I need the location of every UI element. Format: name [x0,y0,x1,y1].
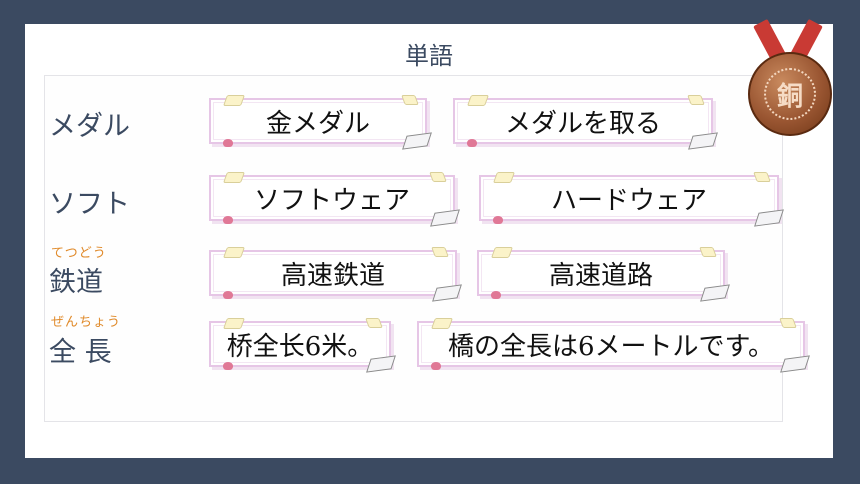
example-card: 橋の全長は6メートルです。 [417,318,810,373]
term-sofuto: ソフト [49,189,130,220]
slide-title: 単語 [405,42,453,70]
heart-icon [223,139,233,147]
example-text: ハードウェア [550,185,707,216]
heart-icon [223,291,233,299]
ruby-tetsudou: てつどう [51,246,107,261]
heart-icon [493,216,503,224]
example-card: 高速鉄道 [209,247,462,302]
example-card: 金メダル [209,95,432,150]
heart-icon [223,362,233,370]
example-text: 金メダル [265,108,370,139]
example-card: 高速道路 [477,247,730,302]
medal-glyph: 銅 [764,68,816,120]
example-text: 高速鉄道 [280,260,385,291]
example-card: ソフトウェア [209,172,460,227]
term-tetsudou: 鉄道 [49,267,103,298]
example-text: 高速道路 [548,260,653,291]
term-zenchou: 全 長 [49,337,112,368]
example-card: ハードウェア [479,172,784,227]
example-text: メダルを取る [504,108,661,139]
slide: 単語 メダル 金メダル メダルを取る ソフト ソフトウェア ハードウェア てつど… [25,24,833,458]
example-text: 桥全长6米。 [226,331,374,362]
example-text: 橋の全長は6メートルです。 [448,331,774,362]
heart-icon [491,291,501,299]
bronze-medal-icon: 銅 [748,52,832,136]
term-medaru: メダル [49,111,130,142]
heart-icon [223,216,233,224]
example-card: 桥全长6米。 [209,318,396,373]
heart-icon [431,362,441,370]
example-card: メダルを取る [453,95,718,150]
heart-icon [467,139,477,147]
ruby-zenchou: ぜんちょう [51,315,122,330]
example-text: ソフトウェア [253,185,410,216]
